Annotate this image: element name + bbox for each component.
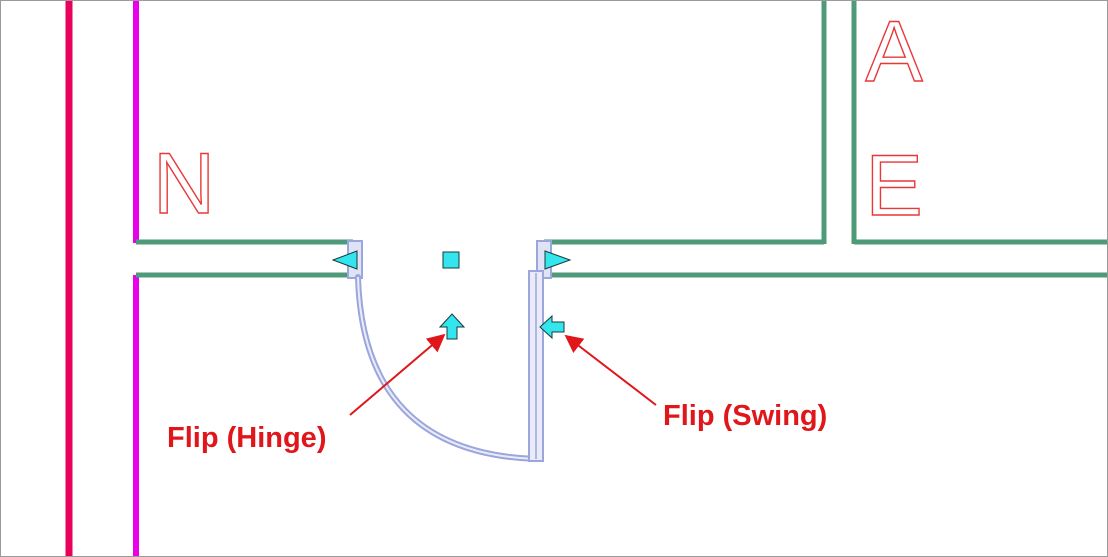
- room-tag-A-text: A: [865, 4, 923, 100]
- room-tag-E: E: [865, 137, 924, 234]
- width-left-grip[interactable]: [331, 250, 358, 270]
- room-tag-E-text: E: [865, 138, 922, 234]
- flip-hinge-pointer-arrow: [349, 333, 446, 416]
- width-right-grip[interactable]: [544, 250, 572, 270]
- flip-swing-pointer-arrow: [564, 334, 657, 406]
- wall-right-segment[interactable]: [544, 1, 1107, 278]
- wall-left-segment[interactable]: [136, 239, 353, 278]
- flip-hinge-grip[interactable]: [438, 313, 466, 340]
- flip-swing-label: Flip (Swing): [663, 400, 828, 432]
- door-center-grip[interactable]: [442, 251, 460, 269]
- door-swing-arc: [355, 274, 539, 462]
- flip-hinge-label: Flip (Hinge): [167, 422, 327, 454]
- room-tag-A: A: [865, 3, 924, 100]
- room-tag-N-text: N: [153, 136, 215, 232]
- room-tag-N: N: [152, 135, 216, 232]
- flip-swing-grip[interactable]: [539, 314, 565, 340]
- selected-door[interactable]: [347, 240, 552, 462]
